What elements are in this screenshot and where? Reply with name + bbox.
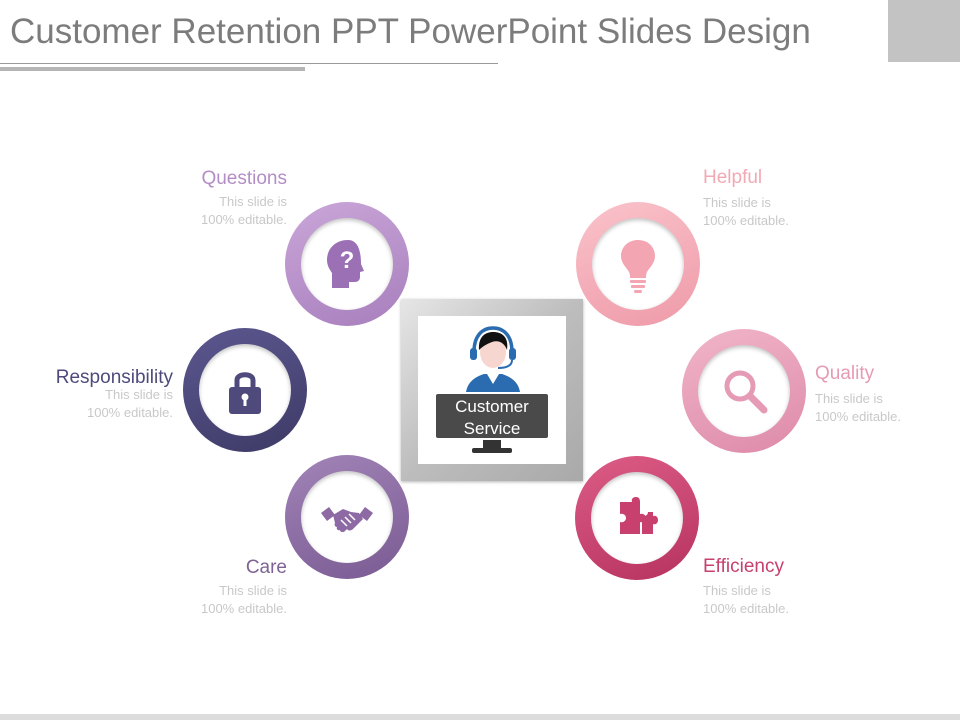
responsibility-ring (183, 328, 307, 452)
care-desc-line2: 100% editable. (200, 601, 287, 616)
center-label: Customer Service (455, 397, 529, 438)
care-ring (285, 455, 409, 579)
lightbulb-icon (621, 240, 655, 293)
responsibility-desc-line1: This slide is (105, 387, 173, 402)
customer-service-monitor: Customer Service (434, 392, 550, 440)
responsibility-label: Responsibility (55, 367, 173, 388)
monitor-stand (483, 440, 501, 448)
puzzle-icon (620, 497, 658, 534)
questions-desc-line2: 100% editable. (200, 212, 287, 227)
quality-ring (682, 329, 806, 453)
title-underline-thin (0, 63, 498, 64)
efficiency-label: Efficiency (703, 556, 784, 577)
corner-decoration (888, 0, 960, 62)
quality-desc-line1: This slide is (815, 391, 883, 406)
question-head-icon: ? (327, 240, 364, 288)
helpful-desc-line1: This slide is (703, 195, 771, 210)
title-underline-thick (0, 67, 305, 71)
quality-desc-line2: 100% editable. (815, 409, 902, 424)
care-label: Care (245, 557, 287, 578)
center-customer-service-frame: Customer Service (401, 299, 583, 481)
questions-desc-line1: This slide is (219, 194, 287, 209)
questions-ring: ? (285, 202, 409, 326)
efficiency-desc-line1: This slide is (703, 583, 771, 598)
magnifier-icon (724, 370, 768, 414)
efficiency-ring (575, 456, 699, 580)
handshake-icon (321, 507, 373, 533)
helpful-label: Helpful (703, 167, 763, 188)
helpful-ring (576, 202, 700, 326)
questions-label: Questions (201, 168, 287, 189)
svg-text:?: ? (340, 247, 355, 274)
helpful-desc-line2: 100% editable. (703, 213, 790, 228)
slide-title: Customer Retention PPT PowerPoint Slides… (10, 12, 811, 51)
padlock-icon (229, 372, 261, 414)
responsibility-desc-line2: 100% editable. (86, 405, 173, 420)
efficiency-desc-line2: 100% editable. (703, 601, 790, 616)
monitor-stand-base (472, 448, 512, 453)
customer-service-agent-icon (466, 326, 520, 392)
bottom-border (0, 714, 960, 720)
care-desc-line1: This slide is (219, 583, 287, 598)
quality-label: Quality (815, 363, 875, 384)
